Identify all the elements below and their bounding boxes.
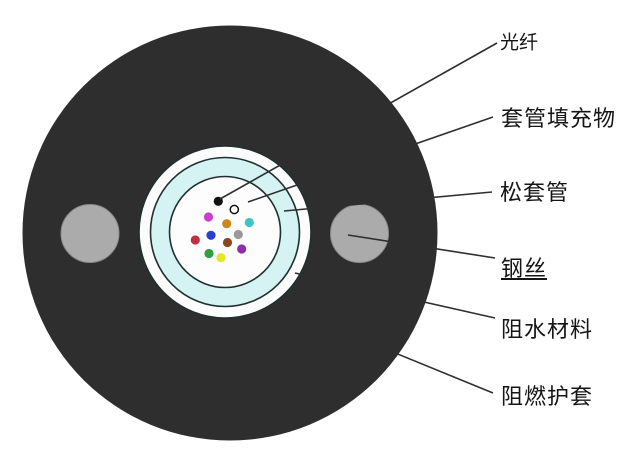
- label-loose-tube: 松套管: [500, 181, 570, 206]
- fiber-dot-2: [203, 212, 214, 222]
- leader-line-4: [294, 272, 496, 319]
- leader-line-5: [316, 320, 494, 394]
- fiber-dot-4: [244, 217, 254, 228]
- fiber-dot-9: [237, 244, 247, 254]
- label-optical-fiber: 光纤: [500, 31, 539, 53]
- fiber-dot-8: [222, 237, 233, 248]
- leader-line-0: [219, 42, 498, 200]
- fiber-dot-7: [190, 235, 200, 245]
- tube-filler-area: [168, 175, 282, 289]
- leader-line-3: [347, 234, 496, 259]
- label-tube-filler: 套管填充物: [501, 106, 617, 132]
- steel-wire-circle-left: [60, 204, 120, 263]
- fiber-dot-5: [206, 230, 216, 240]
- steel-wire-circle-right: [330, 204, 389, 263]
- fiber-dot-3: [222, 219, 232, 229]
- leader-line-1: [247, 116, 494, 203]
- fiber-dot-6: [233, 229, 243, 240]
- label-steel-wire: 钢丝: [501, 257, 548, 282]
- leader-line-2: [283, 191, 493, 212]
- fiber-dot-1: [229, 204, 240, 215]
- label-flame-sheath: 阻燃护套: [501, 385, 594, 410]
- fiber-dot-11: [216, 253, 226, 263]
- label-water-blocking: 阻水材料: [501, 318, 594, 343]
- fiber-dot-10: [204, 248, 214, 259]
